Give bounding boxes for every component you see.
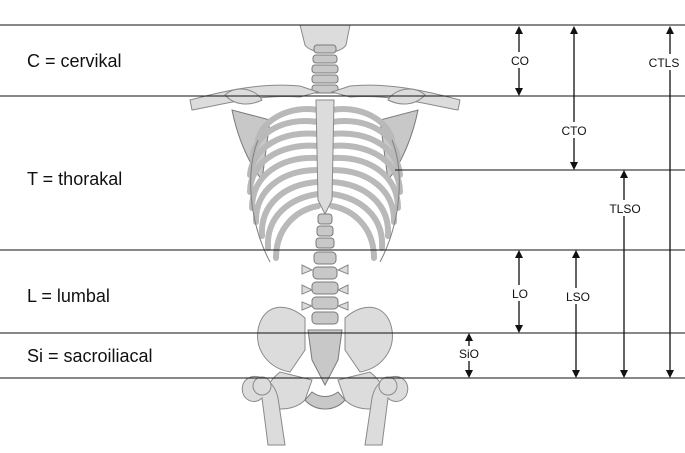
orthosis-arrow-tlso: TLSO [600,170,648,378]
orthosis-arrow-sio: SiO [453,333,487,378]
femurs [241,376,409,446]
orthosis-arrow-co: CO [507,26,533,96]
skeleton-illustration [189,24,461,446]
region-label-cervical: C = cervikal [27,51,122,71]
orthosis-label-tlso: TLSO [609,202,640,216]
orthosis-label-co: CO [511,54,529,68]
rib-cage [247,106,403,263]
orthosis-label-cto: CTO [561,124,586,138]
orthosis-arrows: CO CTO TLSO CTLS [453,26,685,378]
orthosis-label-ctls: CTLS [649,56,680,70]
orthosis-arrow-ctls: CTLS [644,26,685,378]
region-label-lumbar: L = lumbal [27,286,110,306]
region-labels: C = cervikal T = thorakal L = lumbal Si … [27,51,153,366]
spine [301,213,349,325]
orthosis-label-sio: SiO [459,347,479,361]
orthosis-arrow-cto: CTO [554,26,594,170]
region-boundaries [0,24,685,379]
pelvis [257,306,393,410]
orthosis-label-lso: LSO [566,290,590,304]
orthosis-arrow-lso: LSO [558,250,596,378]
orthosis-arrow-lo: LO [507,250,533,333]
cervical-vertebrae [311,44,339,94]
region-label-sacroiliac: Si = sacroiliacal [27,346,153,366]
region-label-thoracic: T = thorakal [27,169,122,189]
orthosis-label-lo: LO [512,287,528,301]
